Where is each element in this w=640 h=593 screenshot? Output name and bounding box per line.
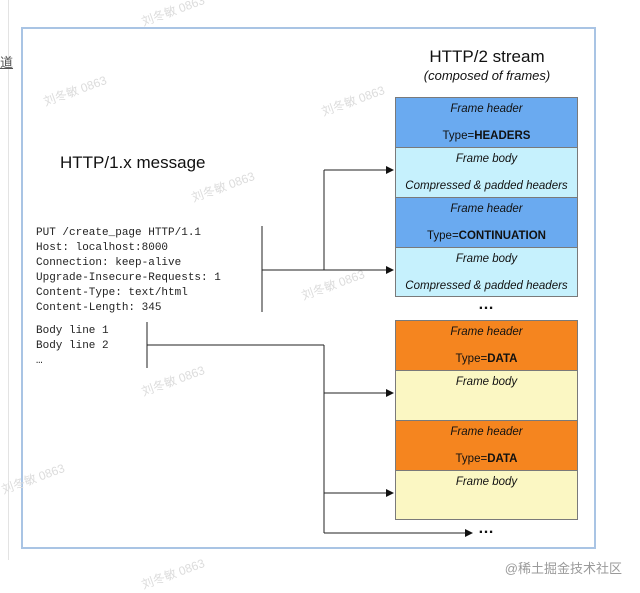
stream-subtitle: (composed of frames) [423, 68, 551, 83]
frame-type: Type=DATA [396, 353, 577, 365]
message-body: Body line 1 Body line 2 … [36, 325, 109, 367]
ellipsis-upper: … [478, 296, 495, 313]
frame-data-header-1: Frame header Type=DATA [395, 320, 578, 370]
frame-type: Type=CONTINUATION [396, 230, 577, 242]
frame-headers-header: Frame header Type=HEADERS [395, 97, 578, 147]
frame-body-text: Compressed & padded headers [405, 280, 568, 292]
frame-type-value: CONTINUATION [458, 230, 546, 242]
frame-type-prefix: Type= [455, 353, 488, 365]
frame-label: Frame header [450, 103, 523, 115]
diagram-border [21, 27, 596, 549]
frame-data-header-2: Frame header Type=DATA [395, 420, 578, 470]
frame-label: Frame header [450, 203, 523, 215]
frame-type: Type=HEADERS [396, 130, 577, 142]
frame-label: Frame body [455, 376, 518, 388]
edge-text: 道 [0, 55, 14, 70]
frame-label: Frame header [450, 426, 523, 438]
message-headers: PUT /create_page HTTP/1.1 Host: localhos… [36, 227, 221, 314]
frame-label: Frame body [455, 153, 518, 165]
credit-text: @稀土掘金技术社区 [504, 561, 622, 576]
frame-label: Frame body [455, 253, 518, 265]
frame-type-prefix: Type= [455, 453, 488, 465]
ellipsis-lower: … [478, 520, 495, 537]
stream-title: HTTP/2 stream [429, 47, 545, 66]
frame-type-value: HEADERS [474, 130, 531, 142]
frame-type-prefix: Type= [427, 230, 459, 242]
watermark: 刘冬敏 0863 [139, 556, 207, 592]
frame-data-body-1: Frame body [395, 370, 578, 420]
frame-type-prefix: Type= [442, 130, 475, 142]
frame-label: Frame body [455, 476, 518, 488]
frame-headers-body: Frame body Compressed & padded headers [395, 147, 578, 197]
message-title: HTTP/1.x message [60, 153, 206, 172]
watermark: 刘冬敏 0863 [139, 0, 207, 29]
frame-label: Frame header [450, 326, 523, 338]
page-left-edge [0, 0, 9, 560]
frame-type-value: DATA [487, 353, 518, 365]
frame-data-body-2: Frame body [395, 470, 578, 520]
frame-continuation-body: Frame body Compressed & padded headers [395, 247, 578, 297]
frame-type-value: DATA [487, 453, 518, 465]
frame-body-text: Compressed & padded headers [405, 180, 568, 192]
frame-type: Type=DATA [396, 453, 577, 465]
frame-continuation-header: Frame header Type=CONTINUATION [395, 197, 578, 247]
